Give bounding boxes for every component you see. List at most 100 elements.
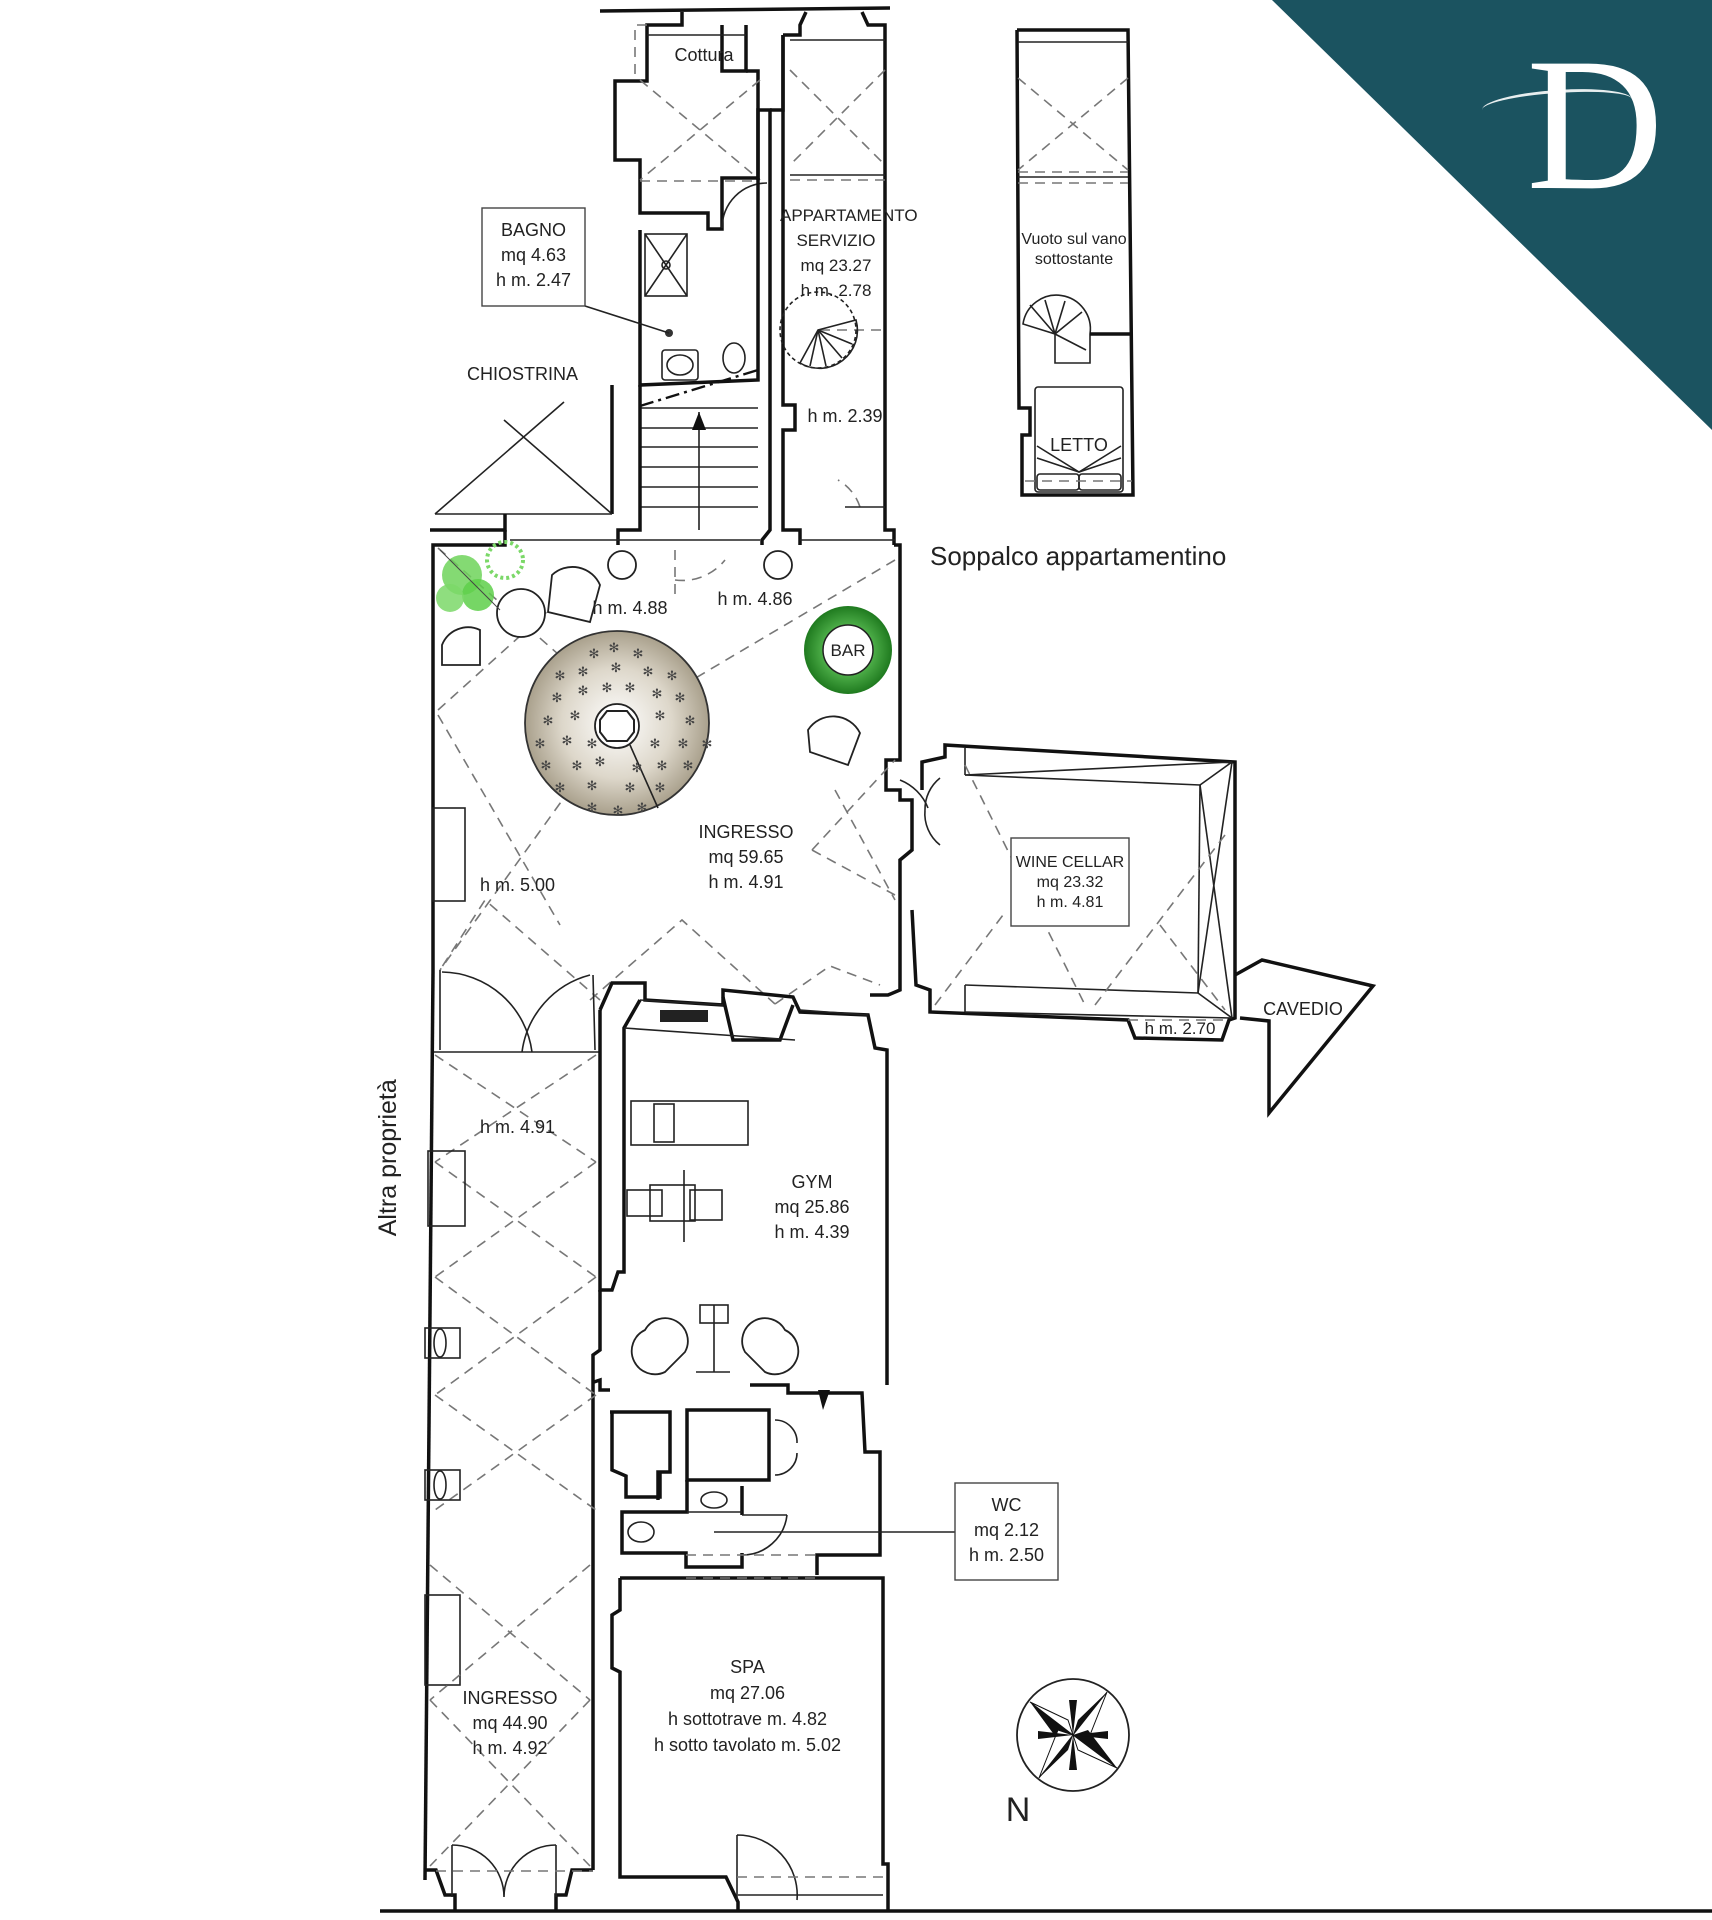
cottura-label: Cottura	[674, 45, 734, 65]
svg-text:✻: ✻	[543, 714, 554, 729]
svg-text:✻: ✻	[675, 691, 686, 706]
plant-decoration	[436, 540, 525, 612]
room-wine-cellar	[910, 743, 1237, 1042]
gym-label: GYM mq 25.86 h m. 4.39	[752, 1170, 872, 1245]
svg-text:✻: ✻	[655, 709, 666, 724]
svg-text:✻: ✻	[702, 737, 713, 752]
cavedio-label: CAVEDIO	[1263, 999, 1343, 1019]
room-gym	[598, 981, 889, 1385]
svg-text:✻: ✻	[632, 761, 643, 776]
svg-text:✻: ✻	[652, 687, 663, 702]
svg-text:✻: ✻	[587, 737, 598, 752]
svg-text:✻: ✻	[609, 641, 620, 656]
svg-text:✻: ✻	[595, 755, 606, 770]
svg-text:✻: ✻	[562, 734, 573, 749]
mezzanine-void-label: Vuoto sul vano sottostante	[1018, 230, 1130, 270]
ingresso-main-height: h m. 4.91	[708, 872, 784, 892]
appartamento-height: h m. 2.78	[800, 281, 872, 300]
spa-height-ceiling: h sotto tavolato m. 5.02	[653, 1735, 842, 1755]
wc-area: mq 2.12	[973, 1520, 1040, 1540]
svg-text:✻: ✻	[637, 801, 648, 816]
staircase-upper	[610, 368, 759, 545]
ingresso-height-c: h m. 5.00	[479, 875, 556, 895]
svg-text:✻: ✻	[657, 759, 668, 774]
svg-text:✻: ✻	[572, 759, 583, 774]
room-bagno	[638, 178, 760, 387]
svg-text:✻: ✻	[541, 759, 552, 774]
svg-text:✻: ✻	[625, 681, 636, 696]
courtyard-cavedio	[1234, 958, 1377, 1118]
svg-text:✻: ✻	[678, 737, 689, 752]
svg-text:✻: ✻	[587, 779, 598, 794]
room-ingresso-main	[431, 530, 929, 1053]
wine-cellar-height-low: h m. 2.70	[1144, 1019, 1216, 1038]
ingresso-height-a: h m. 4.88	[592, 598, 668, 618]
svg-text:✻: ✻	[602, 681, 613, 696]
north-label: N	[1005, 1791, 1031, 1829]
brand-banner	[1272, 0, 1712, 430]
room-corridor	[423, 971, 602, 1881]
wine-cellar-area: mq 23.32	[1036, 874, 1104, 891]
wc-name: WC	[991, 1495, 1022, 1515]
top-boundary-line	[599, 6, 891, 13]
room-cottura	[613, 12, 768, 231]
bagno-label: BAGNO mq 4.63 h m. 2.47	[482, 218, 585, 293]
ingresso-lower-area: mq 44.90	[472, 1713, 548, 1733]
corridor-height: h m. 4.91	[479, 1117, 556, 1137]
bagno-leader-line	[584, 305, 670, 334]
svg-text:✻: ✻	[555, 781, 566, 796]
svg-text:✻: ✻	[625, 781, 636, 796]
svg-text:✻: ✻	[587, 801, 598, 816]
gym-area: mq 25.86	[774, 1197, 850, 1217]
ingresso-main-area: mq 59.65	[708, 847, 784, 867]
ingresso-height-b: h m. 4.86	[717, 589, 793, 609]
svg-text:✻: ✻	[650, 737, 661, 752]
bagno-height: h m. 2.47	[495, 270, 572, 290]
wc-height: h m. 2.50	[968, 1545, 1045, 1565]
bed-label: LETTO	[1050, 435, 1108, 455]
room-appartamento-servizio	[779, 11, 896, 545]
bar-label: BAR	[830, 641, 866, 660]
room-ingresso-lower	[425, 1564, 595, 1911]
appartamento-height-low: h m. 2.39	[807, 406, 883, 426]
svg-text:✻: ✻	[552, 691, 563, 706]
ingresso-main-name: INGRESSO	[698, 822, 794, 842]
courtyard-chiostrina	[430, 401, 613, 532]
ingresso-lower-height: h m. 4.92	[472, 1738, 548, 1758]
brand-logo: D	[1526, 20, 1664, 230]
round-sofa: ✻✻✻ ✻✻✻✻✻ ✻✻✻✻✻✻ ✻✻✻✻ ✻✻✻✻✻✻ ✻✻✻✻✻✻ ✻✻✻✻…	[524, 630, 713, 819]
svg-text:✻: ✻	[589, 647, 600, 662]
spa-height-beam: h sottotrave m. 4.82	[667, 1709, 828, 1729]
mezzanine-plan	[1015, 28, 1135, 497]
spa-label: SPA mq 27.06 h sottotrave m. 4.82 h sott…	[640, 1654, 855, 1758]
svg-text:✻: ✻	[555, 669, 566, 684]
svg-text:✻: ✻	[535, 737, 546, 752]
room-wc	[593, 1377, 1059, 1581]
bar-counter	[804, 606, 892, 694]
svg-text:✻: ✻	[633, 647, 644, 662]
svg-text:✻: ✻	[570, 709, 581, 724]
wc-label: WC mq 2.12 h m. 2.50	[955, 1493, 1058, 1568]
appartamento-name-1: APPARTAMENTO	[780, 206, 918, 225]
ingresso-lower-name: INGRESSO	[462, 1688, 558, 1708]
ingresso-lower-label: INGRESSO mq 44.90 h m. 4.92	[450, 1686, 570, 1761]
gym-height: h m. 4.39	[774, 1222, 850, 1242]
ingresso-main-label: INGRESSO mq 59.65 h m. 4.91	[686, 820, 806, 895]
altra-proprieta-label: Altra proprietà	[373, 1079, 402, 1237]
appartamento-name-2: SERVIZIO	[796, 231, 876, 250]
svg-text:✻: ✻	[655, 781, 666, 796]
mezzanine-void-line2: sottostante	[1034, 251, 1114, 268]
bagno-area: mq 4.63	[500, 245, 567, 265]
svg-text:✻: ✻	[578, 665, 589, 680]
svg-text:✻: ✻	[611, 661, 622, 676]
svg-text:✻: ✻	[683, 759, 694, 774]
wine-cellar-name: WINE CELLAR	[1015, 854, 1125, 871]
bagno-label-box	[481, 207, 586, 307]
wine-cellar-height: h m. 4.81	[1036, 894, 1104, 911]
appartamento-area: mq 23.27	[800, 256, 872, 275]
svg-text:✻: ✻	[613, 804, 624, 819]
svg-text:✻: ✻	[643, 665, 654, 680]
svg-text:✻: ✻	[685, 714, 696, 729]
svg-text:✻: ✻	[578, 684, 589, 699]
